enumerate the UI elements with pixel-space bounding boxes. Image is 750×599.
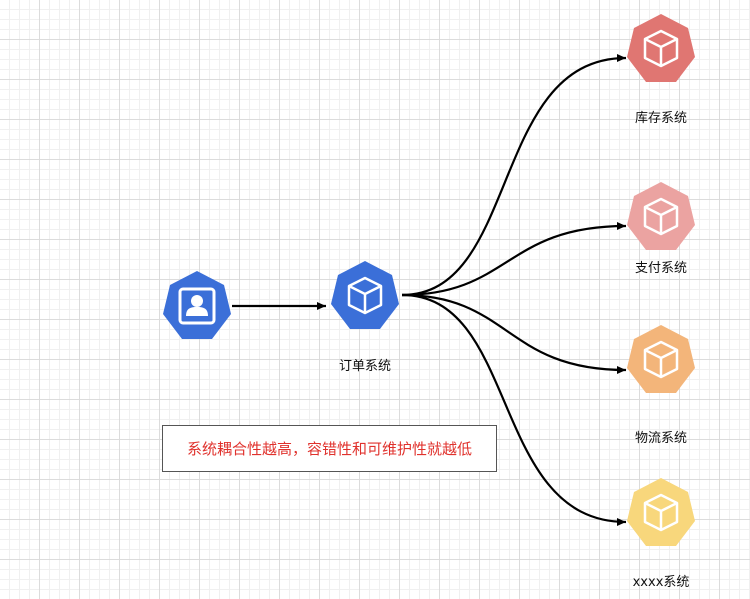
- payment-node: [627, 182, 695, 250]
- coupling-note: 系统耦合性越高，容错性和可维护性就越低: [162, 425, 497, 472]
- inventory-node-label: 库存系统: [635, 110, 687, 126]
- xxxx-node: [627, 478, 695, 546]
- cube-icon: [643, 493, 679, 532]
- cube-icon: [347, 276, 383, 315]
- cube-icon: [643, 340, 679, 379]
- edge-order-to-logistics: [401, 293, 627, 374]
- cube-icon: [643, 197, 679, 236]
- cube-icon: [643, 29, 679, 68]
- inventory-node: [627, 14, 695, 82]
- logistics-node: [627, 325, 695, 393]
- user-icon: [178, 287, 216, 325]
- logistics-node-label: 物流系统: [635, 431, 687, 446]
- payment-node-label: 支付系统: [635, 261, 687, 276]
- edges: [232, 54, 627, 526]
- coupling-note-text: 系统耦合性越高，容错性和可维护性就越低: [186, 440, 472, 458]
- xxxx-node-label: xxxx系统: [633, 575, 690, 590]
- edge-order-to-inventory: [401, 54, 627, 297]
- order-node: [331, 261, 399, 329]
- edge-order-to-xxxx: [401, 293, 627, 526]
- edge-order-to-payment: [401, 222, 627, 297]
- user-node: [163, 271, 231, 339]
- order-node-label: 订单系统: [339, 359, 391, 374]
